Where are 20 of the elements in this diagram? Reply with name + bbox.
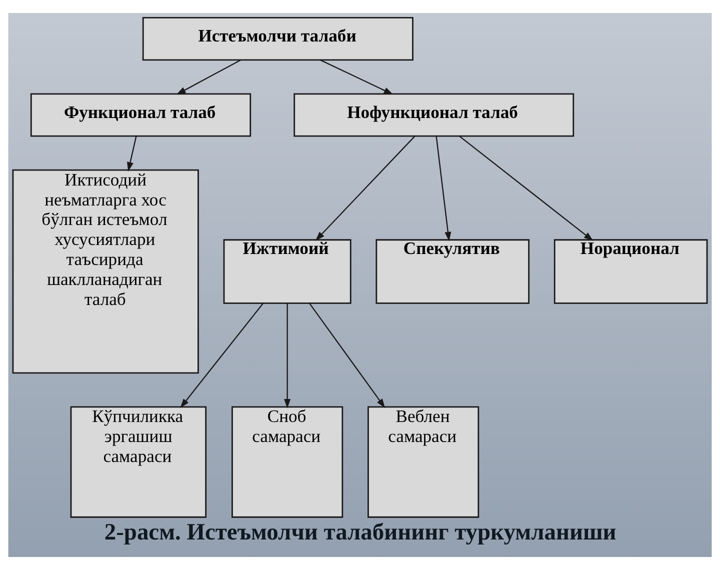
node-box: Норационал bbox=[554, 239, 708, 304]
node-box: Кўпчиликка эргашиш самараси bbox=[70, 406, 207, 518]
arrow bbox=[320, 59, 394, 95]
node-box: Сноб самараси bbox=[232, 406, 344, 518]
arrow bbox=[436, 136, 452, 242]
arrow bbox=[315, 136, 416, 241]
node-box: Нофункционал талаб bbox=[294, 93, 574, 137]
arrow bbox=[180, 302, 264, 408]
node-box: Спекулятив bbox=[376, 239, 530, 304]
node-box: Ижтимоий bbox=[223, 239, 352, 304]
caption: 2-расм. Истеъмолчи талабининг туркумланиши bbox=[104, 519, 616, 546]
node-box: Иктисодий неъматларга хос бўлган истеъмол хусусиятлари таъсирида шаклланадиган талаб bbox=[12, 169, 199, 374]
node-box: Веблен самараси bbox=[368, 406, 480, 518]
arrow bbox=[176, 59, 242, 95]
node-box: Функционал талаб bbox=[30, 93, 252, 137]
arrow bbox=[284, 303, 291, 408]
arrow bbox=[459, 136, 594, 241]
node-box: Истеъмолчи талаби bbox=[142, 16, 414, 61]
arrow bbox=[127, 136, 137, 172]
arrow bbox=[309, 303, 386, 408]
